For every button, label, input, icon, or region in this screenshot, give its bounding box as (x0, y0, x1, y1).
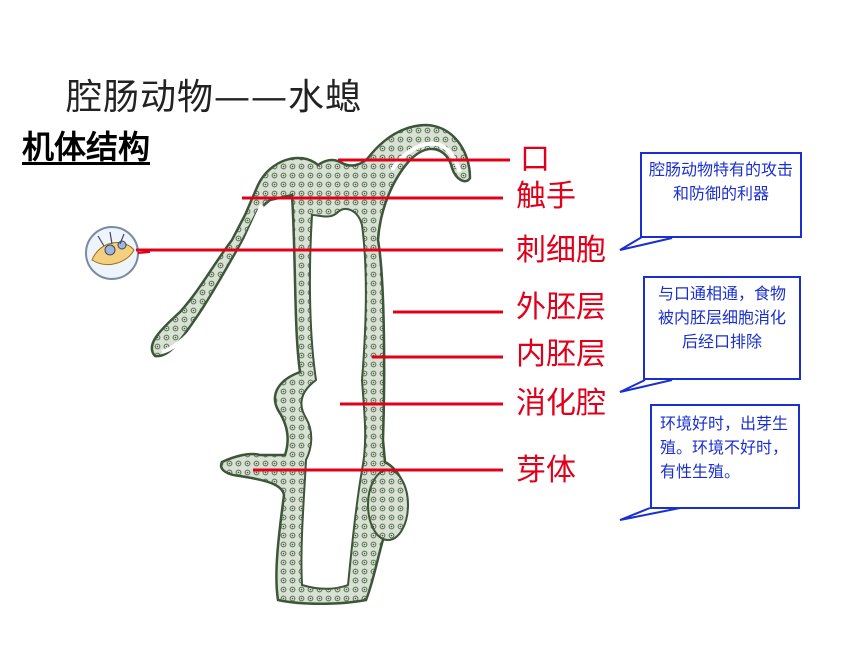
digestive-cavity-outline (300, 207, 367, 590)
bud-swelling (367, 469, 409, 541)
label-ectoderm: 外胚层 (516, 290, 606, 325)
page-title: 腔肠动物——水螅 (66, 77, 363, 118)
cnidocyte-inset (85, 226, 151, 280)
label-mouth: 口 (520, 142, 550, 177)
note-cnidocyte: 腔肠动物特有的攻击和防御的利器 (640, 152, 802, 238)
note-bud: 环境好时，出芽生殖。环境不好时，有性生殖。 (650, 404, 800, 509)
label-tentacle: 触手 (516, 179, 576, 214)
tentacle-right-channel (390, 141, 462, 173)
callout-tail-cavity (619, 379, 673, 393)
section-heading: 机体结构 (22, 128, 151, 166)
label-bud: 芽体 (516, 453, 576, 488)
label-digestive-cavity: 消化腔 (516, 386, 606, 421)
note-digestive-cavity: 与口通相通，食物被内胚层细胞消化后经口排除 (643, 276, 801, 380)
tentacle-inner-channel (161, 204, 264, 354)
label-cnidocyte: 刺细胞 (516, 233, 606, 268)
callout-tail-bud (619, 507, 681, 521)
label-endoderm: 内胚层 (516, 337, 606, 372)
callout-tail-cnidocyte (619, 236, 673, 251)
